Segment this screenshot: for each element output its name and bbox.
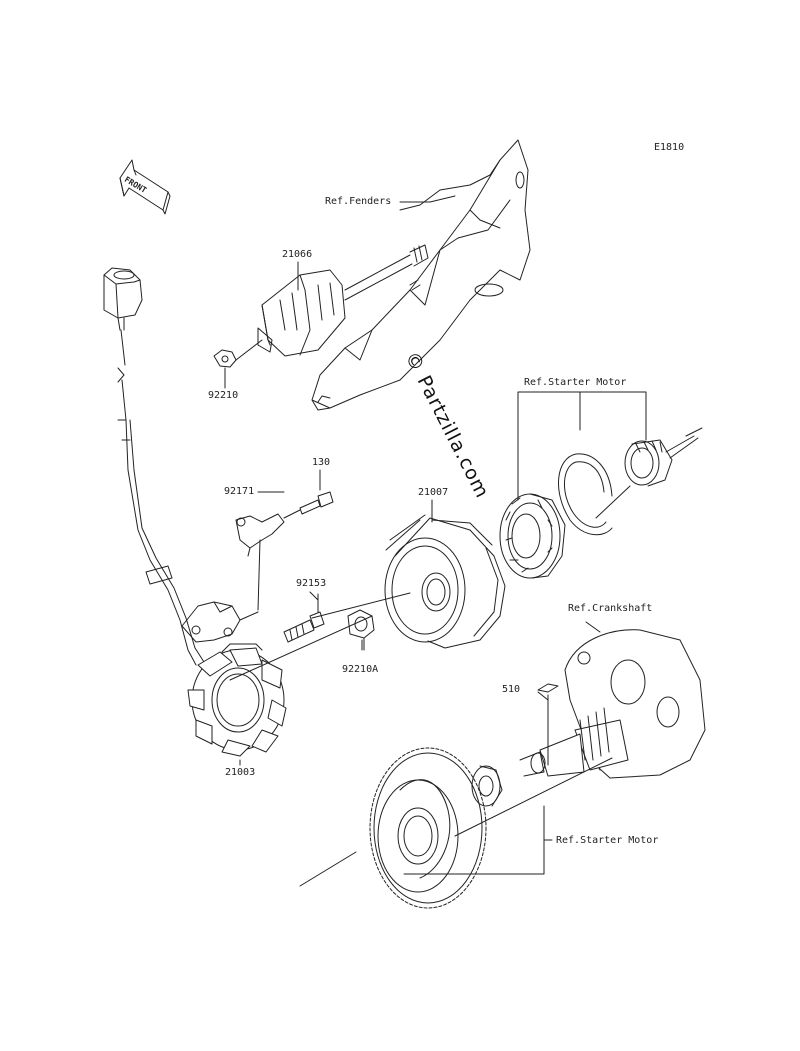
rotor-21007 [385,515,505,648]
label-130: 130 [312,457,331,468]
starter-clutch [500,494,565,578]
stator-21003 [188,644,286,756]
nut-92210 [214,340,262,388]
label-21007: 21007 [418,487,449,498]
wiring-harness [104,268,204,665]
circlip [559,454,612,535]
label-92210a: 92210A [342,664,379,675]
nut-92210a [348,610,374,650]
label-92171: 92171 [224,486,255,497]
washer [472,766,502,806]
starter-gear [370,748,486,908]
fender-bracket [312,140,530,410]
crankshaft [520,630,705,778]
leader-lines [230,196,702,886]
label-92210: 92210 [208,390,239,401]
bolt-92153 [284,594,324,642]
bolt-130 [284,492,333,518]
needle-bearing [625,436,698,486]
pickup-bracket [182,602,258,642]
figure-code: E1810 [654,142,685,153]
label-ref-starter-motor-top: Ref.Starter Motor [524,377,627,388]
label-21066: 21066 [282,249,313,260]
label-ref-starter-motor-bottom: Ref.Starter Motor [556,835,659,846]
label-ref-fenders: Ref.Fenders [325,196,392,207]
label-510: 510 [502,684,521,695]
label-21003: 21003 [225,767,256,778]
regulator-21066 [258,245,428,356]
key-510 [538,684,558,765]
label-92153: 92153 [296,578,327,589]
label-ref-crankshaft: Ref.Crankshaft [568,603,653,614]
harness-clamp-92171 [236,514,284,610]
front-arrow-icon [120,160,170,214]
